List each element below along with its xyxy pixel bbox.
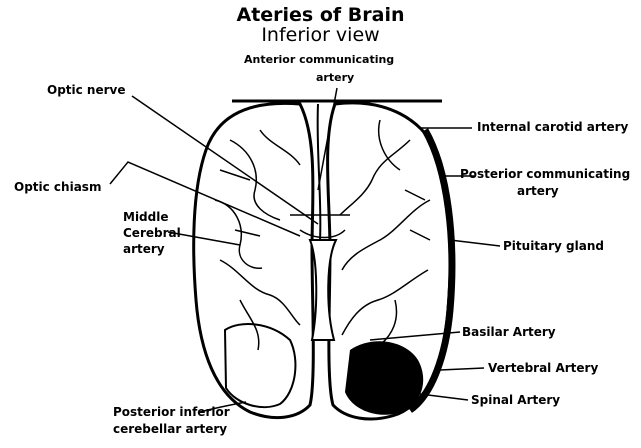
label-anterior-communicating-2: artery [316, 70, 354, 85]
label-posterior-communicating-2: artery [517, 184, 559, 199]
label-internal-carotid: Internal carotid artery [477, 120, 628, 135]
label-vertebral-artery: Vertebral Artery [488, 361, 598, 376]
longitudinal-fissure [318, 104, 321, 240]
leader-pituitary [450, 240, 500, 246]
label-optic-chiasm: Optic chiasm [14, 180, 101, 195]
label-posterior-communicating-1: Posterior communicating [460, 167, 630, 182]
label-anterior-communicating-1: Anterior communicating [244, 52, 394, 67]
label-posterior-inferior-2: cerebellar artery [113, 422, 227, 437]
label-middle-cerebral-3: artery [123, 242, 165, 257]
label-pituitary-gland: Pituitary gland [503, 239, 604, 254]
label-posterior-inferior-1: Posterior inferior [113, 405, 230, 420]
label-spinal-artery: Spinal Artery [471, 393, 560, 408]
leader-vertebral [440, 368, 484, 370]
label-optic-nerve: Optic nerve [47, 83, 126, 98]
label-middle-cerebral-2: Cerebral [123, 226, 181, 241]
label-basilar-artery: Basilar Artery [462, 325, 556, 340]
label-middle-cerebral-1: Middle [123, 210, 169, 225]
